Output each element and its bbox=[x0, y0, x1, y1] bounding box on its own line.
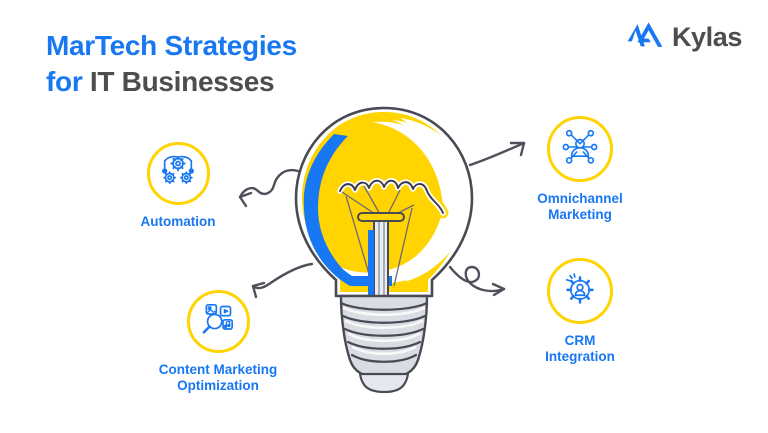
crm-icon-ring bbox=[547, 258, 613, 324]
headline-accent-1: MarTech Strategies bbox=[46, 30, 297, 61]
headline-neutral: IT Businesses bbox=[89, 65, 275, 97]
magnifier-media-cards-icon bbox=[198, 299, 238, 344]
crm-label: CRM Integration bbox=[545, 333, 615, 365]
brand-logo: Kylas bbox=[627, 20, 742, 55]
content-icon-ring bbox=[186, 290, 250, 353]
brand-name: Kylas bbox=[671, 22, 742, 52]
headline-line-1: MarTech Strategies bbox=[46, 28, 466, 64]
headline-accent-2: for bbox=[46, 65, 83, 97]
feature-omnichannel-marketing[interactable]: Omnichannel Marketing bbox=[505, 116, 655, 224]
person-network-nodes-icon bbox=[560, 127, 600, 172]
content-label: Content Marketing Optimization bbox=[158, 362, 278, 394]
kylas-mountain-logo-icon bbox=[627, 20, 663, 55]
automation-label: Automation bbox=[140, 214, 216, 229]
gear-with-person-icon bbox=[560, 269, 600, 314]
automation-icon-ring bbox=[146, 142, 210, 205]
connected-gears-icon bbox=[158, 151, 198, 196]
feature-crm-integration[interactable]: CRM Integration bbox=[505, 258, 655, 366]
arrow-to-crm bbox=[448, 265, 506, 297]
page-title: MarTech Strategies for IT Businesses bbox=[46, 28, 466, 100]
arrow-to-automation bbox=[238, 168, 300, 208]
feature-automation[interactable]: Automation bbox=[108, 142, 248, 230]
omnichannel-icon-ring bbox=[547, 116, 613, 182]
feature-content-marketing-optimization[interactable]: Content Marketing Optimization bbox=[138, 290, 298, 395]
omnichannel-label: Omnichannel Marketing bbox=[537, 191, 623, 223]
headline-line-2: for IT Businesses bbox=[46, 64, 466, 100]
